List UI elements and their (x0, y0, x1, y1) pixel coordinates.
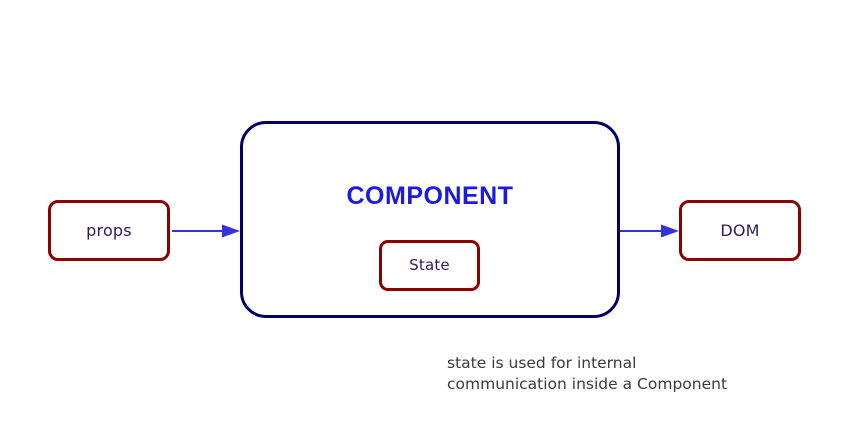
arrow-component-to-dom-icon (620, 224, 679, 238)
node-dom: DOM (679, 200, 801, 261)
node-dom-label: DOM (720, 220, 760, 240)
diagram-caption: state is used for internal communication… (447, 354, 728, 393)
node-state-label: State (409, 256, 450, 274)
arrow-props-to-component-icon (172, 224, 240, 238)
node-props-label: props (86, 220, 132, 240)
node-state: State (379, 240, 480, 291)
node-component-title: COMPONENT (346, 182, 514, 210)
node-props: props (48, 200, 170, 261)
node-component: COMPONENT (240, 121, 620, 318)
